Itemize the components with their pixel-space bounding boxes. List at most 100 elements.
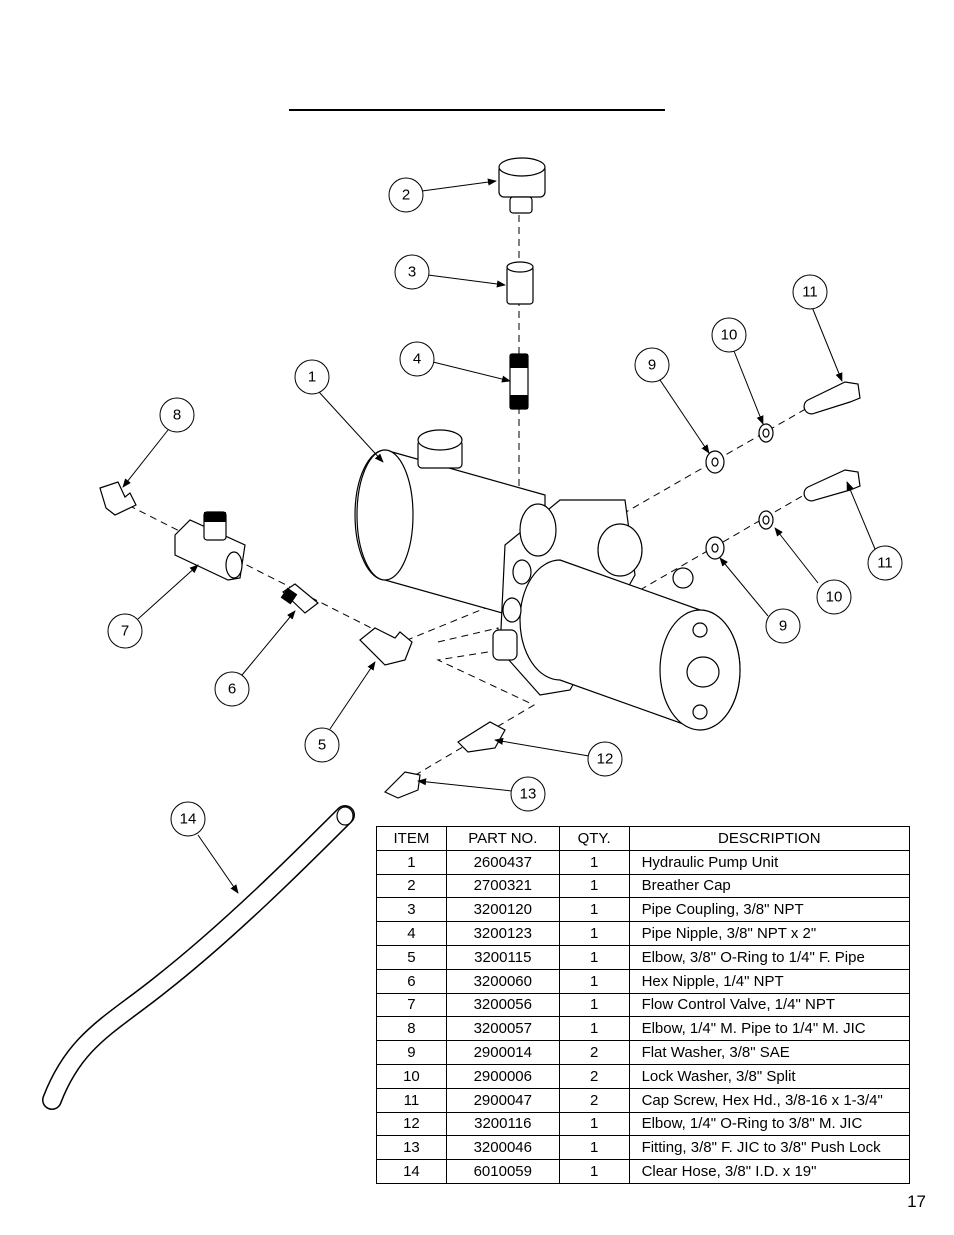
title-underline: [289, 109, 665, 111]
cell-qty: 1: [558, 873, 630, 899]
cell-qty: 2: [558, 1040, 630, 1065]
pipe-coupling: [506, 261, 534, 305]
cell-item: 8: [376, 1016, 447, 1042]
table-header-row: ITEM PART NO. QTY. DESCRIPTION: [376, 826, 911, 851]
cell-item: 1: [376, 849, 447, 875]
cell-qty: 2: [558, 1063, 630, 1089]
cell-description: Elbow, 1/4" O-Ring to 3/8" M. JIC: [628, 1111, 911, 1137]
cell-part-no: 3200120: [445, 897, 560, 923]
cell-description: Cap Screw, Hex Hd., 3/8-16 x 1-3/4": [628, 1087, 911, 1113]
cell-part-no: 6010059: [445, 1159, 560, 1184]
cell-qty: 1: [558, 849, 630, 875]
callout-12: 12: [587, 741, 623, 777]
callout-4-label: 4: [413, 351, 421, 368]
cell-qty: 1: [558, 897, 630, 923]
cell-qty: 1: [558, 921, 630, 946]
header-item: ITEM: [376, 826, 447, 851]
cell-part-no: 3200056: [445, 992, 560, 1018]
cell-item: 12: [376, 1111, 447, 1137]
cell-item: 10: [376, 1063, 447, 1089]
callout-9-lower: 9: [765, 608, 801, 644]
cell-description: Pipe Coupling, 3/8" NPT: [628, 897, 911, 923]
cell-qty: 1: [558, 1135, 630, 1161]
callout-11-lower-label: 11: [877, 555, 893, 572]
callout-10-lower-label: 10: [826, 589, 843, 606]
callout-8: 8: [159, 397, 195, 433]
callout-9-upper: 9: [634, 347, 670, 383]
cell-qty: 1: [558, 992, 630, 1018]
cell-part-no: 2900047: [445, 1087, 560, 1113]
cell-item: 4: [376, 921, 447, 946]
cell-description: Fitting, 3/8" F. JIC to 3/8" Push Lock: [628, 1135, 911, 1161]
cell-item: 9: [376, 1040, 447, 1065]
callout-5: 5: [304, 727, 340, 763]
washers-and-screws: [705, 381, 861, 560]
cell-item: 14: [376, 1159, 447, 1184]
callout-7-label: 7: [121, 623, 129, 640]
callout-6-label: 6: [228, 681, 236, 698]
callout-12-label: 12: [597, 751, 614, 768]
callout-13: 13: [510, 776, 546, 812]
page-number: 17: [907, 1192, 926, 1211]
callout-2: 2: [388, 177, 424, 213]
callout-5-label: 5: [318, 737, 326, 754]
cell-part-no: 2700321: [445, 873, 560, 899]
callout-11-upper: 11: [792, 274, 828, 310]
callout-10-lower: 10: [816, 579, 852, 615]
cell-part-no: 3200116: [445, 1111, 560, 1137]
cell-description: Pipe Nipple, 3/8" NPT x 2": [628, 921, 911, 946]
callout-10-upper: 10: [711, 317, 747, 353]
cell-description: Hex Nipple, 1/4" NPT: [628, 968, 911, 994]
cell-qty: 1: [558, 1016, 630, 1042]
cell-item: 3: [376, 897, 447, 923]
callout-10-upper-label: 10: [721, 327, 738, 344]
leader-lines: [122, 178, 876, 894]
pipe-nipple: [509, 353, 529, 410]
cell-item: 13: [376, 1135, 447, 1161]
push-lock-fitting: [383, 771, 421, 799]
cell-item: 2: [376, 873, 447, 899]
cell-qty: 1: [558, 968, 630, 994]
cell-part-no: 3200057: [445, 1016, 560, 1042]
cell-part-no: 2900014: [445, 1040, 560, 1065]
callout-7: 7: [107, 613, 143, 649]
cell-description: Elbow, 3/8" O-Ring to 1/4" F. Pipe: [628, 944, 911, 970]
callout-13-label: 13: [520, 786, 537, 803]
clear-hose: [42, 805, 355, 1110]
elbow-3-8-oring: [359, 627, 413, 666]
header-part-no: PART NO.: [445, 826, 560, 851]
cell-qty: 1: [558, 1159, 630, 1184]
callout-14: 14: [170, 801, 206, 837]
cell-item: 6: [376, 968, 447, 994]
callout-9-lower-label: 9: [779, 618, 787, 635]
cell-part-no: 3200123: [445, 921, 560, 946]
cell-description: Lock Washer, 3/8" Split: [628, 1063, 911, 1089]
hydraulic-pump-unit: [354, 429, 741, 731]
callout-9-upper-label: 9: [648, 357, 656, 374]
cell-part-no: 3200060: [445, 968, 560, 994]
cell-item: 5: [376, 944, 447, 970]
header-description: DESCRIPTION: [628, 826, 911, 851]
callout-3-label: 3: [408, 264, 416, 281]
elbow-1-4-pipe-to-jic: [99, 481, 137, 516]
hex-nipple: [280, 583, 319, 614]
callout-8-label: 8: [173, 407, 181, 424]
callout-14-label: 14: [180, 811, 197, 828]
cell-part-no: 3200046: [445, 1135, 560, 1161]
elbow-oring-to-jic: [457, 721, 506, 753]
cell-description: Clear Hose, 3/8" I.D. x 19": [628, 1159, 911, 1184]
cell-item: 7: [376, 992, 447, 1018]
callout-11-upper-label: 11: [802, 284, 818, 301]
